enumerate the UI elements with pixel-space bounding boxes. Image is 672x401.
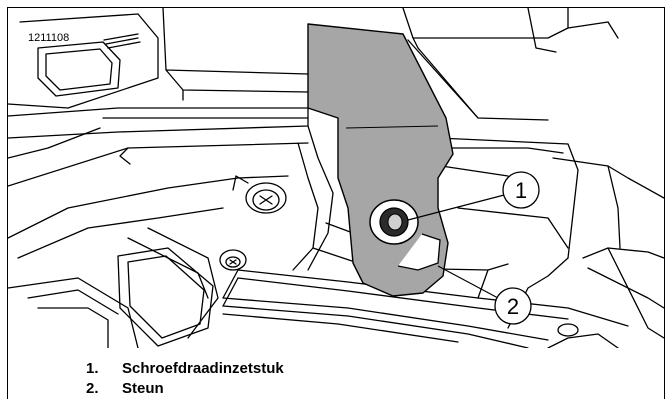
top-left-panel <box>8 13 159 109</box>
legend-label: Steun <box>122 380 164 397</box>
technical-illustration: 1 2 <box>8 8 664 348</box>
callout-1-number: 1 <box>515 178 527 203</box>
upper-housing <box>162 8 309 93</box>
screw-lower <box>219 249 247 271</box>
lower-frame <box>8 175 289 239</box>
leader-line-2 <box>437 265 499 299</box>
callout-1: 1 <box>502 171 540 209</box>
legend-item: 1. Schroefdraadinzetstuk <box>8 360 608 380</box>
legend-number: 1. <box>86 360 99 377</box>
top-right-block <box>402 8 569 39</box>
legend-label: Schroefdraadinzetstuk <box>122 360 284 377</box>
main-plate <box>8 107 309 139</box>
legend-number: 2. <box>86 380 99 397</box>
screw-upper <box>245 182 287 214</box>
figure-id-label: 1211108 <box>26 32 72 44</box>
grip-panel <box>117 247 214 347</box>
legend-item: 2. Steun <box>8 380 608 399</box>
top-left-vent <box>37 41 121 97</box>
callout-2: 2 <box>494 287 532 325</box>
callout-2-number: 2 <box>507 294 519 319</box>
leader-line-1 <box>407 193 509 221</box>
figure-frame: 1 2 1211108 1. Schroefdraadinzetstuk 2. … <box>7 7 665 399</box>
